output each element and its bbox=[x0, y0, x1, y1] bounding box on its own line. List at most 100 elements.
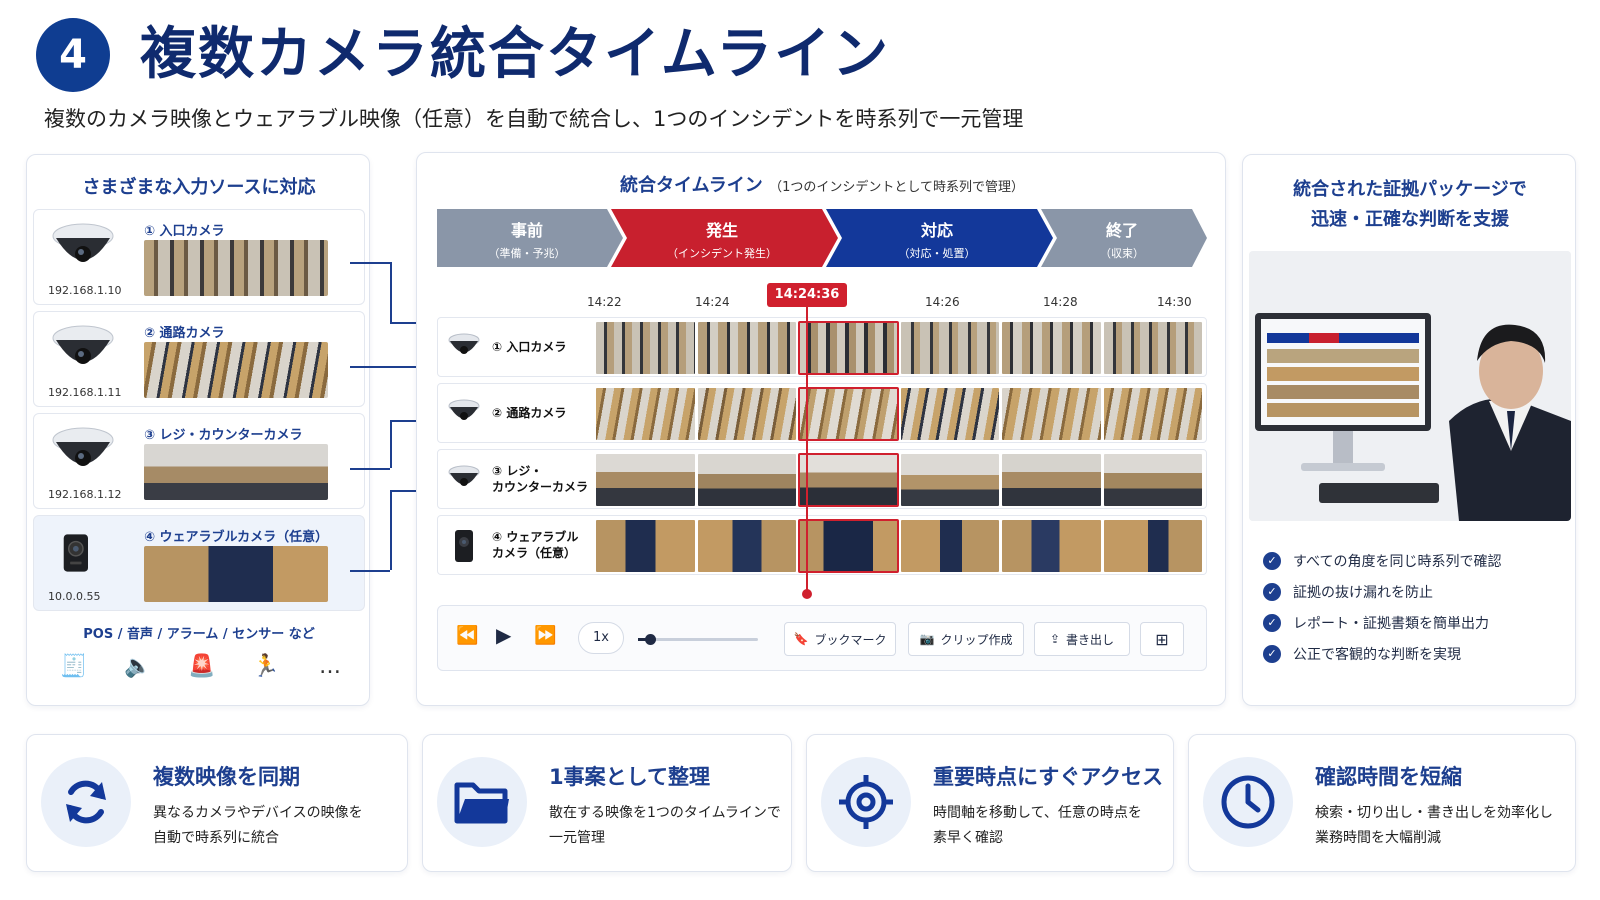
time-label: 14:22 bbox=[587, 295, 622, 309]
operator-at-monitor-illustration bbox=[1249, 251, 1571, 521]
playback-slider[interactable] bbox=[638, 634, 758, 645]
video-frame[interactable] bbox=[1002, 388, 1101, 440]
time-label: 14:28 bbox=[1043, 295, 1078, 309]
phase-sub: （収束） bbox=[1100, 247, 1144, 260]
play-icon[interactable]: ▶ bbox=[496, 623, 512, 647]
current-time-marker-label[interactable]: 14:24:36 bbox=[767, 283, 847, 307]
fast-forward-icon[interactable]: ⏩ bbox=[534, 625, 557, 646]
video-frame[interactable] bbox=[596, 322, 695, 374]
other-inputs-label: POS / 音声 / アラーム / センサー など bbox=[83, 627, 315, 642]
video-frame[interactable] bbox=[697, 520, 796, 572]
video-thumbnail[interactable] bbox=[144, 546, 328, 602]
phase-name: 終了 bbox=[1105, 221, 1138, 240]
bookmark-button[interactable]: 🔖 ブックマーク bbox=[784, 622, 896, 656]
frame-strip[interactable] bbox=[596, 453, 1202, 507]
video-frame[interactable] bbox=[697, 454, 796, 506]
source-ip: 10.0.0.55 bbox=[48, 590, 101, 603]
video-frame[interactable] bbox=[697, 388, 796, 440]
layout-grid-button[interactable]: ⊞ bbox=[1140, 622, 1184, 656]
sync-icon bbox=[41, 757, 131, 847]
frame-strip[interactable] bbox=[596, 387, 1202, 441]
feature-description: 異なるカメラやデバイスの映像を 自動で時系列に統合 bbox=[153, 801, 403, 851]
body-camera-icon bbox=[63, 534, 88, 572]
current-time-marker-dot[interactable] bbox=[802, 589, 812, 599]
video-frame[interactable] bbox=[1103, 520, 1202, 572]
video-thumbnail[interactable] bbox=[144, 240, 328, 296]
source-ip: 192.168.1.11 bbox=[48, 386, 122, 399]
video-frame[interactable] bbox=[596, 454, 695, 506]
evidence-title: 統合された証拠パッケージで 迅速・正確な判断を支援 bbox=[1243, 175, 1577, 235]
video-frame-selected[interactable] bbox=[798, 519, 899, 573]
video-frame[interactable] bbox=[1103, 388, 1202, 440]
source-ip: 192.168.1.12 bbox=[48, 488, 122, 501]
phase-end[interactable]: 終了 （収束） bbox=[1057, 209, 1187, 267]
bookmark-icon: 🔖 bbox=[793, 632, 809, 646]
phase-name: 発生 bbox=[705, 221, 738, 240]
feature-description: 散在する映像を1つのタイムラインで 一元管理 bbox=[549, 801, 799, 851]
video-frame[interactable] bbox=[900, 520, 999, 572]
video-frame[interactable] bbox=[900, 454, 999, 506]
check-icon: ✓ bbox=[1263, 551, 1281, 570]
playback-speed-button[interactable]: 1x bbox=[578, 622, 624, 654]
source-row-aisle[interactable]: 192.168.1.11 ② 通路カメラ bbox=[33, 311, 365, 407]
export-button[interactable]: ⇪ 書き出し bbox=[1034, 622, 1130, 656]
frame-strip[interactable] bbox=[596, 519, 1202, 573]
video-thumbnail[interactable] bbox=[144, 342, 328, 398]
evidence-title-line2: 迅速・正確な判断を支援 bbox=[1311, 209, 1509, 230]
grid-icon: ⊞ bbox=[1155, 629, 1169, 649]
phase-name: 事前 bbox=[510, 221, 543, 240]
timeline-row-register: ③ レジ・ カウンターカメラ bbox=[437, 449, 1207, 509]
unified-timeline-panel: 統合タイムライン （1つのインシデントとして時系列で管理） 事前 （準備・予兆）… bbox=[416, 152, 1226, 706]
page-title: 複数カメラ統合タイムライン bbox=[140, 22, 891, 87]
current-time-marker-line[interactable] bbox=[806, 307, 808, 593]
video-frame[interactable] bbox=[697, 322, 796, 374]
create-clip-button[interactable]: 📷 クリップ作成 bbox=[908, 622, 1024, 656]
video-frame[interactable] bbox=[1002, 520, 1101, 572]
video-frame[interactable] bbox=[1002, 454, 1101, 506]
feature-desc-line: 一元管理 bbox=[549, 830, 605, 846]
source-label: ③ レジ・カウンターカメラ bbox=[144, 428, 303, 443]
benefit-item: ✓証拠の抜け漏れを防止 bbox=[1263, 576, 1563, 607]
source-label: ② 通路カメラ bbox=[144, 326, 225, 341]
video-frame[interactable] bbox=[596, 388, 695, 440]
clock-icon bbox=[1203, 757, 1293, 847]
phase-name: 対応 bbox=[920, 221, 953, 240]
video-frame[interactable] bbox=[1002, 322, 1101, 374]
row-label: ③ レジ・ カウンターカメラ bbox=[492, 464, 589, 494]
connector-line bbox=[350, 366, 420, 368]
video-frame[interactable] bbox=[900, 388, 999, 440]
connector-line bbox=[350, 262, 390, 264]
video-frame[interactable] bbox=[1103, 322, 1202, 374]
alarm-icon: 🚨 bbox=[188, 653, 216, 679]
source-row-register[interactable]: 192.168.1.12 ③ レジ・カウンターカメラ bbox=[33, 413, 365, 509]
dome-camera-icon bbox=[52, 223, 114, 262]
rewind-icon[interactable]: ⏪ bbox=[456, 625, 479, 646]
input-sources-panel: さまざまな入力ソースに対応 192.168.1.10 ① 入口カメラ 192.1… bbox=[26, 154, 370, 706]
connector-line bbox=[390, 490, 420, 492]
source-row-entrance[interactable]: 192.168.1.10 ① 入口カメラ bbox=[33, 209, 365, 305]
feature-card-sync: 複数映像を同期 異なるカメラやデバイスの映像を 自動で時系列に統合 bbox=[26, 734, 408, 872]
video-frame-selected[interactable] bbox=[798, 453, 899, 507]
feature-title: 複数映像を同期 bbox=[153, 765, 300, 789]
phase-response-shape bbox=[826, 209, 1053, 267]
time-label: 14:30 bbox=[1157, 295, 1192, 309]
phase-response[interactable]: 対応 （対応・処置） bbox=[842, 209, 1032, 267]
phase-sub: （準備・予兆） bbox=[488, 247, 566, 260]
phase-incident[interactable]: 発生 （インシデント発生） bbox=[627, 209, 817, 267]
connector-line bbox=[390, 262, 392, 322]
video-frame[interactable] bbox=[900, 322, 999, 374]
source-row-wearable[interactable]: 10.0.0.55 ④ ウェアラブルカメラ（任意） bbox=[33, 515, 365, 611]
phase-before[interactable]: 事前 （準備・予兆） bbox=[447, 209, 607, 267]
feature-card-time-saving: 確認時間を短縮 検索・切り出し・書き出しを効率化し 業務時間を大幅削減 bbox=[1188, 734, 1576, 872]
playback-slider-knob[interactable] bbox=[645, 634, 656, 645]
frame-strip[interactable] bbox=[596, 321, 1202, 375]
connector-line bbox=[350, 570, 390, 572]
video-frame-selected[interactable] bbox=[798, 387, 899, 441]
video-frame[interactable] bbox=[596, 520, 695, 572]
connector-line bbox=[390, 322, 420, 324]
video-frame-selected[interactable] bbox=[798, 321, 899, 375]
phase-end-shape bbox=[1041, 209, 1207, 267]
video-thumbnail[interactable] bbox=[144, 444, 328, 500]
folder-icon bbox=[437, 757, 527, 847]
video-frame[interactable] bbox=[1103, 454, 1202, 506]
